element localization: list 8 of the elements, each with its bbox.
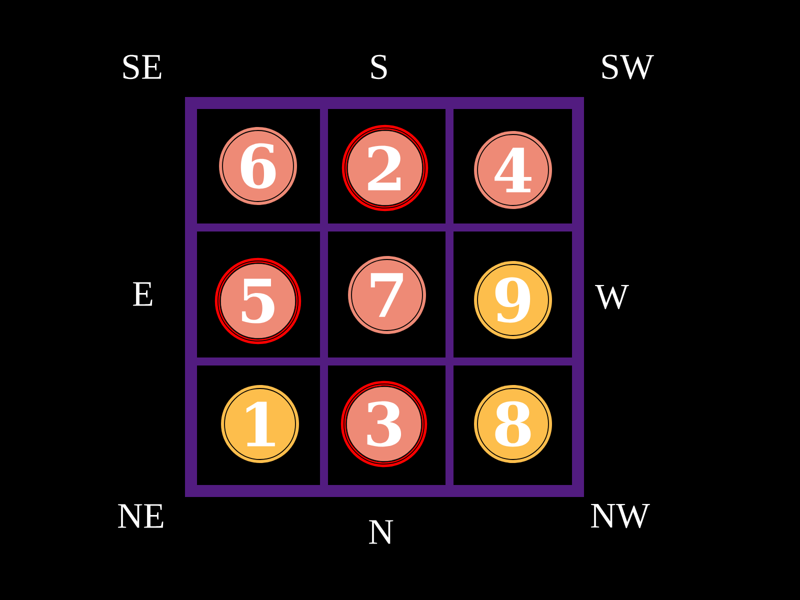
compass-label: NW (591, 504, 650, 528)
compass-label: W (595, 284, 629, 310)
compass-label: S (371, 54, 387, 80)
compass-label: SE (123, 54, 162, 80)
compass-label: N (369, 520, 394, 544)
compass-label: NE (118, 504, 164, 528)
compass-label: E (133, 282, 152, 306)
compass-label: SW (602, 54, 654, 80)
